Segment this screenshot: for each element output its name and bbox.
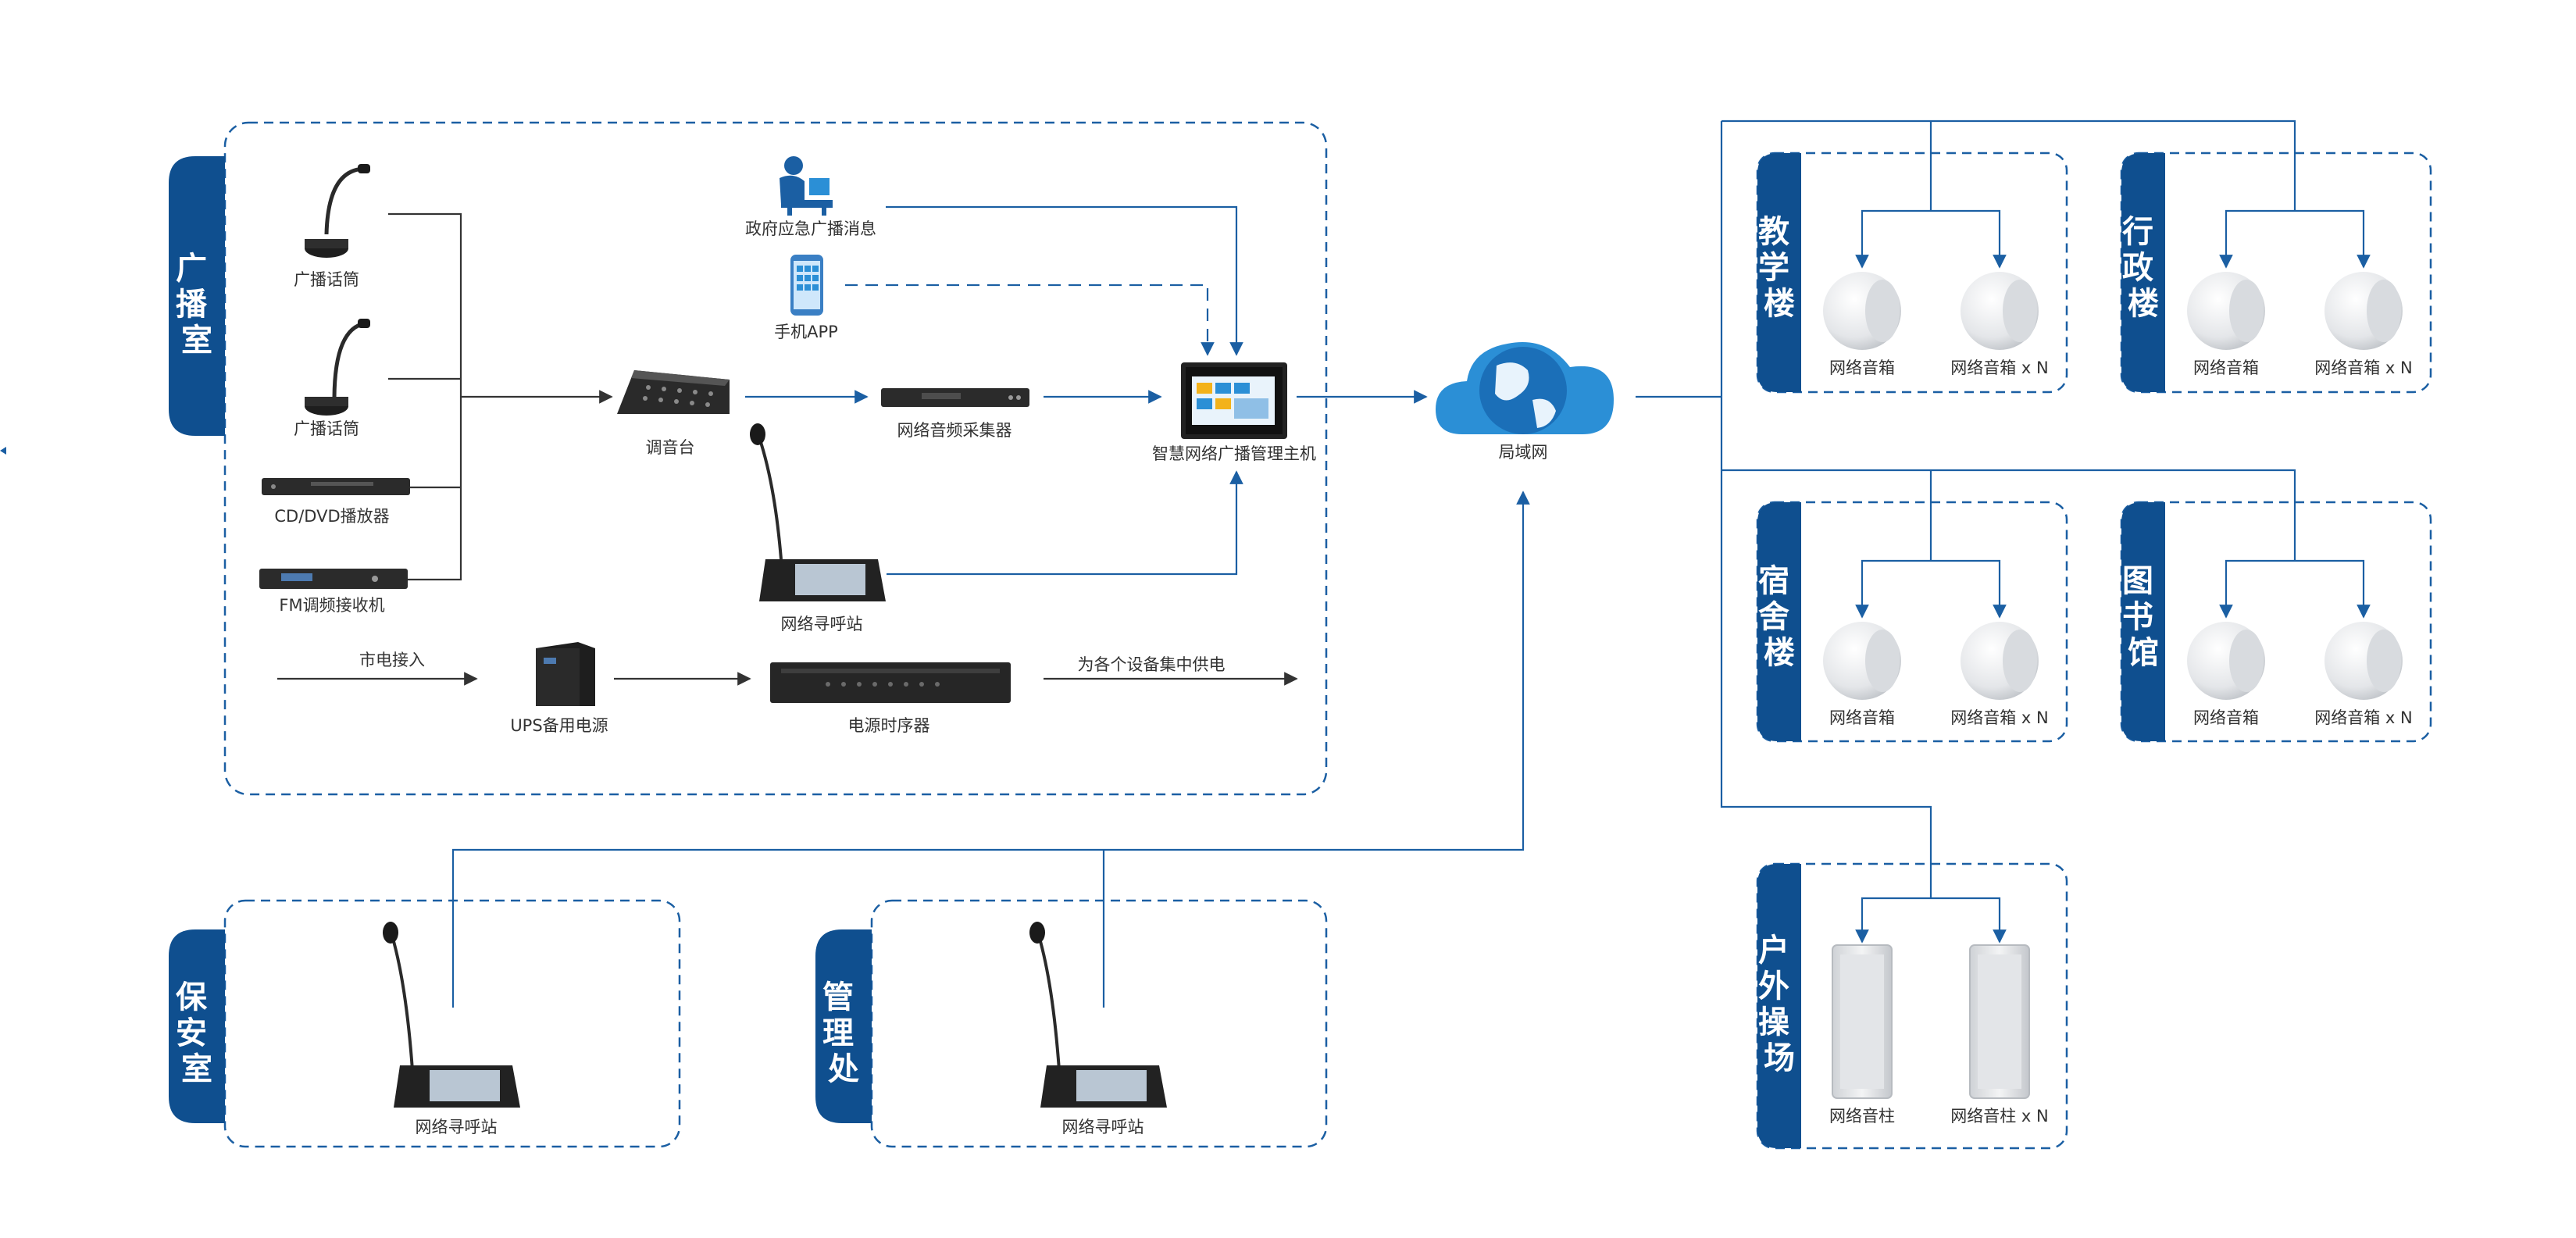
management-office-box (870, 899, 1328, 1148)
paging-station-icon (383, 922, 520, 1108)
label-ups: UPS备用电源 (510, 716, 608, 735)
zone-label-management-office: 管 理 处 (822, 979, 865, 1087)
broadcast-room-box (223, 121, 1328, 796)
edge-marker-icon (0, 447, 6, 455)
label-lan: 局域网 (1499, 443, 1548, 462)
speaker-icon (1961, 272, 2039, 350)
lan-cloud-icon (1436, 342, 1614, 434)
zone-tab-admin-building: 行 政 楼 (2121, 153, 2165, 392)
zone-tab-teaching-building: 教 学 楼 (1757, 153, 1801, 392)
trunk-vertical (1720, 121, 1932, 898)
speaker-icon (2187, 272, 2265, 350)
speaker-icon (2187, 622, 2265, 700)
app-to-host (845, 284, 1215, 356)
zone-label-admin-building: 行 政 楼 (2122, 214, 2164, 322)
label-host: 智慧网络广播管理主机 (1152, 444, 1316, 463)
zone-tab-security-room: 保 安 室 (169, 929, 225, 1123)
label-app: 手机APP (774, 323, 838, 341)
audio-collector-icon (881, 388, 1029, 407)
speaker-n-label: 网络音箱 x N (2314, 708, 2413, 727)
zone-label-outdoor-playground: 户 外 操 场 (1758, 933, 1800, 1076)
zone-label-security-room: 保 安 室 (176, 979, 218, 1087)
speaker-n-label: 网络音箱 x N (2314, 359, 2413, 377)
desk-microphone-icon (305, 164, 370, 258)
speaker-label: 网络音箱 (2193, 359, 2259, 377)
speaker-n-label: 网络音箱 x N (1950, 708, 2049, 727)
label-dvd: CD/DVD播放器 (274, 507, 389, 526)
label-mains: 市电接入 (359, 651, 425, 669)
speaker-icon (2324, 622, 2403, 700)
trunk-top (1721, 120, 2296, 211)
label-supply: 为各个设备集中供电 (1078, 655, 1226, 674)
trunk-mid (1721, 469, 2296, 561)
speaker-icon (2324, 272, 2403, 350)
desk-microphone-icon (305, 319, 370, 416)
speaker-label: 网络音箱 (1829, 708, 1895, 727)
speaker-label: 网络音箱 (2193, 708, 2259, 727)
speaker-n-label: 网络音箱 x N (1950, 359, 2049, 377)
fm-receiver-icon (259, 569, 408, 589)
zone-tab-management-office: 管 理 处 (815, 929, 872, 1123)
zone-label-broadcast-room: 广 播 室 (176, 251, 218, 359)
paging-to-host (887, 470, 1243, 576)
speaker-icon (1823, 622, 1901, 700)
paging-station-icon (750, 423, 886, 601)
column-n-label: 网络音柱 x N (1950, 1107, 2049, 1126)
power-sequencer-icon (770, 662, 1011, 703)
label-paging-main: 网络寻呼站 (781, 615, 863, 633)
zone-tab-library: 图 书 馆 (2121, 502, 2165, 741)
speaker-icon (1823, 272, 1901, 350)
label-mic1: 广播话筒 (294, 270, 359, 289)
teaching-building-box (1756, 152, 2068, 394)
label-paging-security: 网络寻呼站 (416, 1118, 498, 1136)
zone-tab-dormitory: 宿 舍 楼 (1757, 502, 1801, 741)
library-box (2120, 501, 2432, 743)
column-speaker-icon (1969, 944, 2030, 1099)
remote-paging-to-lan (451, 491, 1530, 1008)
gov-to-host (886, 205, 1243, 356)
paging-station-icon (1029, 922, 1167, 1108)
zone-label-dormitory: 宿 舍 楼 (1758, 563, 1800, 671)
label-fm: FM调频接收机 (279, 596, 384, 615)
speaker-icon (1961, 622, 2039, 700)
label-gov: 政府应急广播消息 (745, 219, 876, 238)
zone-label-library: 图 书 馆 (2122, 563, 2164, 671)
mobile-phone-icon (790, 255, 823, 316)
column-label: 网络音柱 (1829, 1107, 1895, 1126)
dormitory-box (1756, 501, 2068, 743)
label-collector: 网络音频采集器 (897, 421, 1012, 440)
admin-building-box (2120, 152, 2432, 394)
management-host-icon (1181, 362, 1287, 439)
dvd-player-icon (262, 478, 410, 495)
label-sequencer: 电源时序器 (848, 716, 930, 735)
mic1-link (388, 212, 462, 581)
label-mic2: 广播话筒 (294, 419, 359, 438)
mixer-console-icon (617, 370, 730, 414)
column-speaker-icon (1832, 944, 1893, 1099)
speaker-label: 网络音箱 (1829, 359, 1895, 377)
label-mixer: 调音台 (646, 438, 695, 457)
government-alert-icon (780, 156, 833, 216)
label-paging-mgmt: 网络寻呼站 (1062, 1118, 1144, 1136)
ups-icon (536, 642, 595, 706)
zone-label-teaching-building: 教 学 楼 (1758, 214, 1800, 322)
zone-tab-broadcast-room: 广 播 室 (169, 156, 225, 436)
zone-tab-outdoor-playground: 户 外 操 场 (1757, 864, 1801, 1148)
